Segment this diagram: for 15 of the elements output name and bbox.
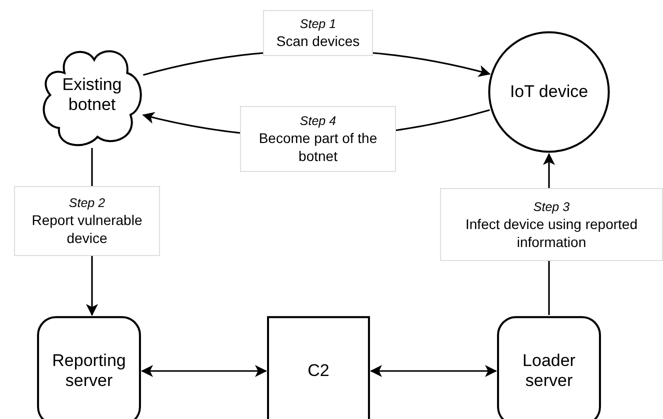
arrow [141, 365, 267, 377]
arrow [370, 365, 497, 377]
edge-label: Step 1 Scan devices [263, 10, 373, 56]
node-label: IoT device [510, 82, 588, 102]
node-label: Reporting server [51, 351, 127, 391]
edge-label: Step 3 Infect device using reported information [440, 188, 663, 261]
node-label: C2 [308, 361, 330, 381]
rounded-box [37, 316, 141, 419]
node-label: Loader server [522, 351, 576, 391]
process-box [267, 316, 370, 419]
node-label: Existing botnet [61, 75, 123, 115]
rounded-box [497, 316, 601, 419]
circle-node [488, 31, 610, 153]
edge-label: Step 2 Report vulnerable device [14, 186, 160, 256]
edge-label: Step 4 Become part of the botnet [240, 106, 396, 172]
